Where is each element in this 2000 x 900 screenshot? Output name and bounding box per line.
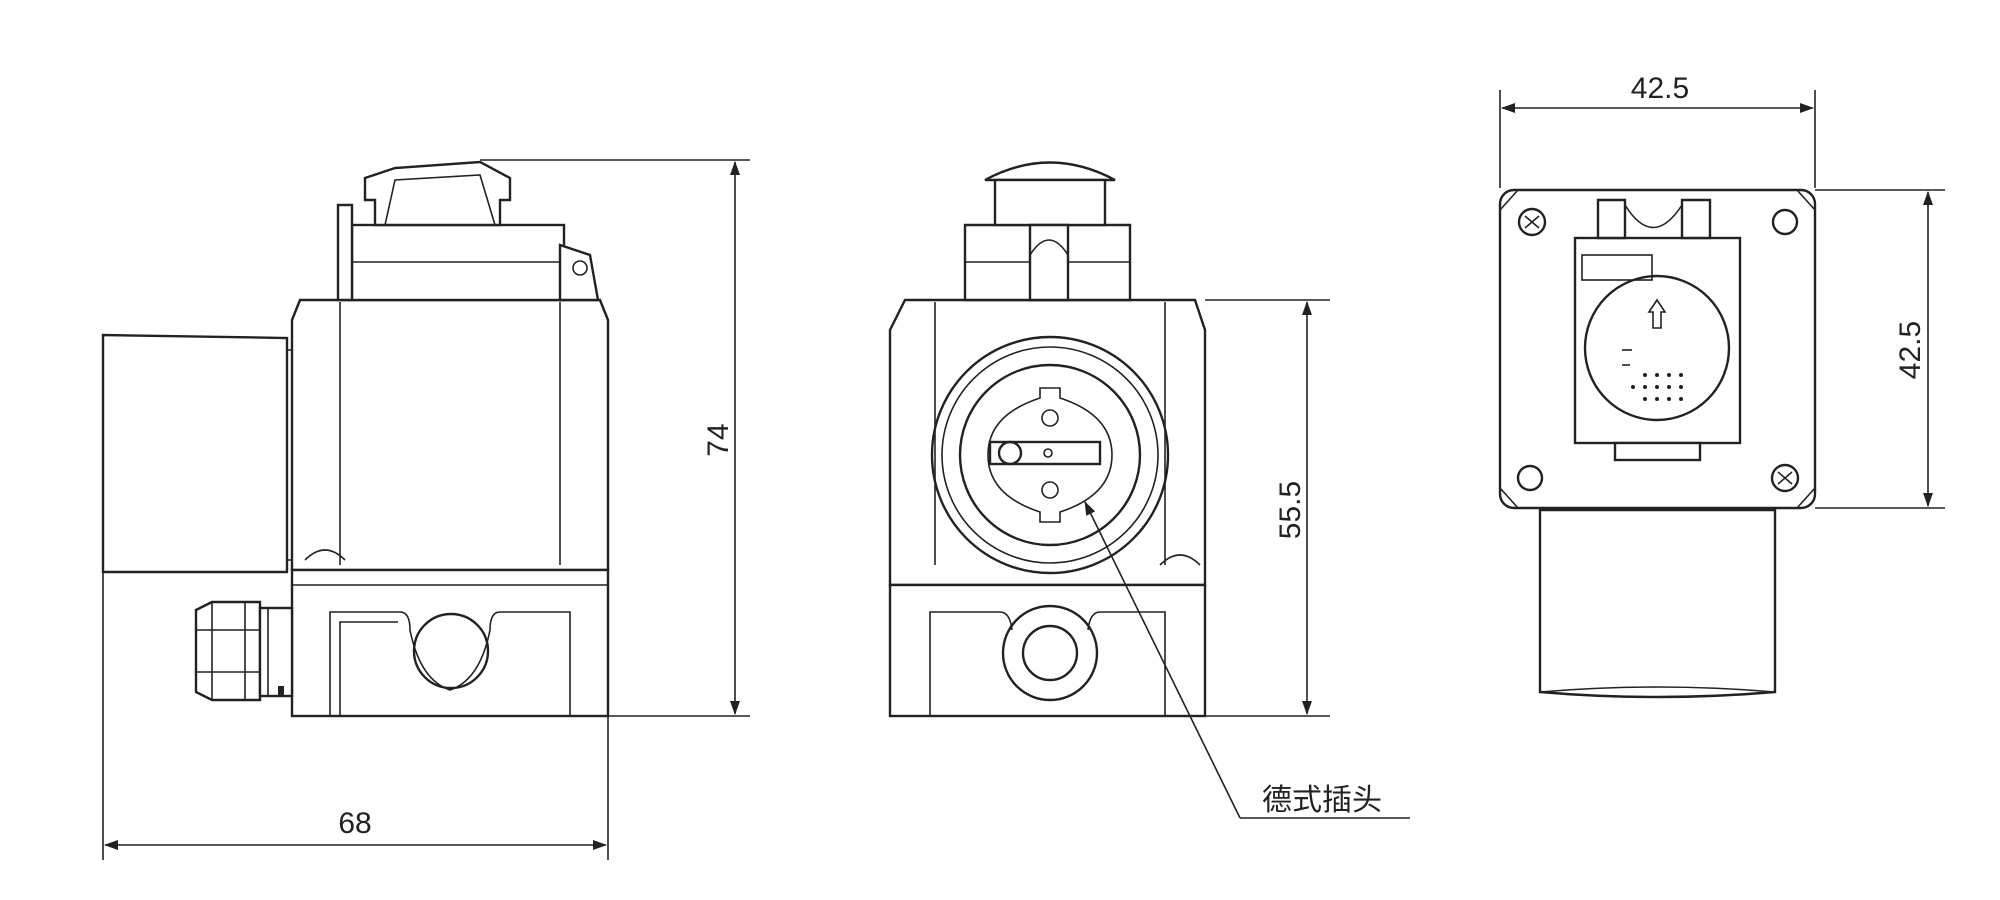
side-conduit-hole (412, 612, 490, 690)
front-lid (963, 161, 1132, 302)
socket-outer-ring (930, 335, 1170, 575)
socket-face (958, 363, 1142, 547)
screw-top-right (1771, 208, 1799, 236)
top-cylinder (1538, 508, 1777, 699)
front-conduit-ring (1001, 604, 1099, 702)
dial-dots (1631, 373, 1683, 401)
front-conduit-hole (1021, 624, 1079, 682)
dim-side-width: 68 (338, 807, 371, 840)
top-view: 42.5 42.5 (1498, 72, 1945, 699)
dim-top-height: 42.5 (1894, 321, 1927, 379)
arrow-up-icon (1647, 298, 1667, 329)
side-view: 74 68 (101, 159, 750, 860)
screw-bottom-right (1770, 463, 1800, 493)
callout-label: 德式插头 (1262, 783, 1382, 818)
top-dial (1583, 274, 1731, 422)
dim-front-height: 55.5 (1274, 481, 1307, 539)
dim-side-height: 74 (702, 423, 735, 456)
socket-latch (988, 440, 1102, 466)
side-base (290, 568, 610, 718)
side-lid (336, 160, 600, 302)
side-cover (101, 333, 289, 574)
screw-bottom-left (1516, 464, 1544, 492)
top-inner-plate (1573, 236, 1742, 445)
front-view: 55.5 德式插头 (888, 161, 1410, 819)
dim-top-width: 42.5 (1631, 72, 1689, 105)
screw-top-left (1517, 207, 1547, 237)
cable-gland (194, 600, 294, 702)
